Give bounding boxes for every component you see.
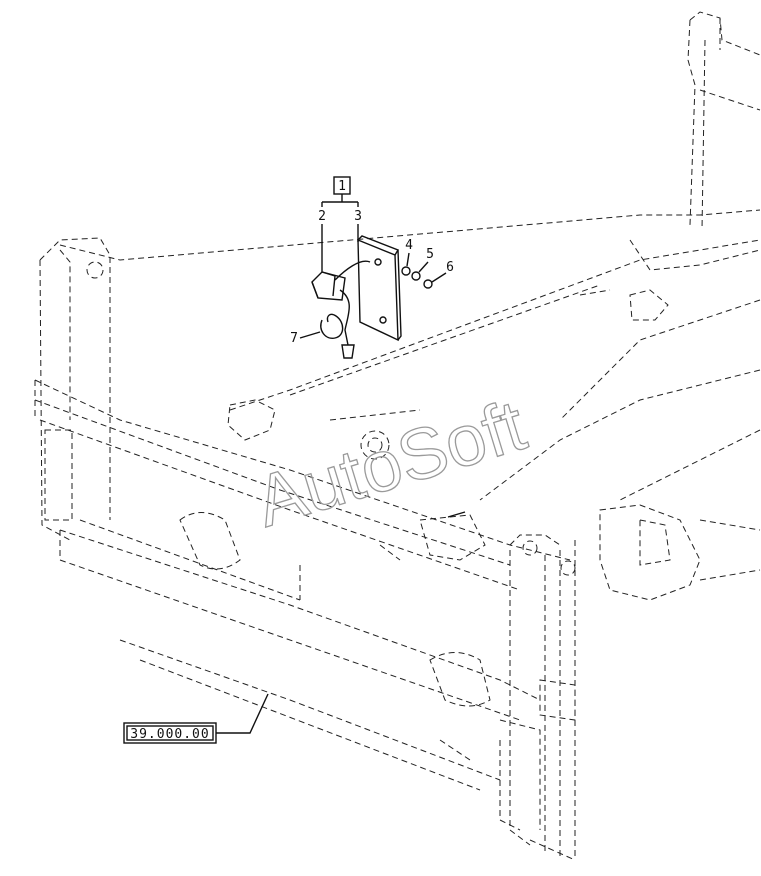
- callout-5: 5: [426, 247, 434, 262]
- callouts: 1 2 3 4 5 6 7: [290, 176, 454, 346]
- wire-harness: [334, 260, 371, 346]
- callout-3: 3: [354, 209, 362, 224]
- cable-clamp: [320, 313, 344, 339]
- callout-7: 7: [290, 331, 298, 346]
- section-reference: 39.000.00: [123, 693, 269, 744]
- wire-connector: [341, 344, 355, 359]
- frame-mark: [447, 511, 466, 518]
- callout-4: 4: [405, 238, 413, 253]
- washer-5: [411, 271, 421, 281]
- autosoft-watermark: AutoSoft: [247, 385, 535, 542]
- parts-assembly: [311, 235, 433, 359]
- frame-context-outline: [34, 11, 761, 861]
- callout-6: 6: [446, 260, 454, 275]
- bracket-plate: [357, 238, 399, 342]
- section-reference-label: 39.000.00: [130, 727, 209, 742]
- callout-2: 2: [318, 209, 326, 224]
- nut-6: [423, 279, 433, 289]
- washer-4: [401, 266, 411, 276]
- group-ref-label: 1: [338, 179, 346, 194]
